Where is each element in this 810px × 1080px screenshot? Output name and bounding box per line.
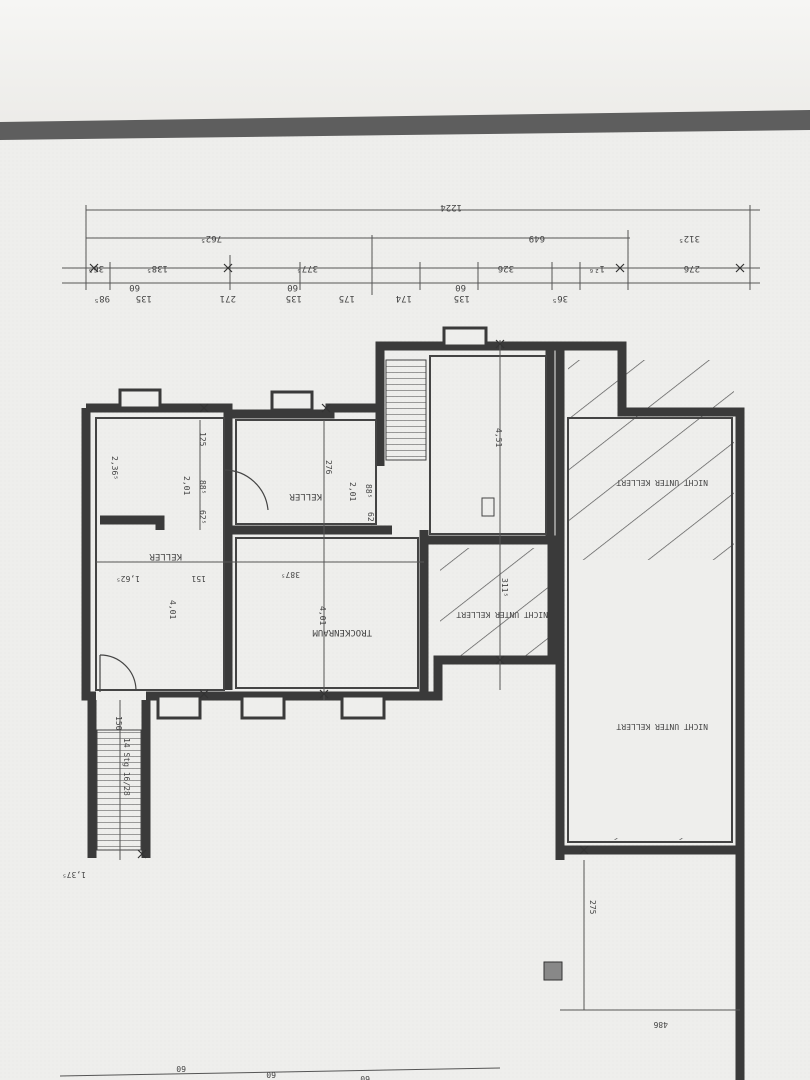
inner-dimension-lines bbox=[96, 340, 740, 1011]
flue-box bbox=[481, 497, 495, 517]
svg-text:60: 60 bbox=[455, 282, 466, 292]
hatch-zone-small bbox=[440, 548, 548, 656]
svg-text:125: 125 bbox=[198, 432, 207, 447]
dim-left-span: 762⁵ bbox=[200, 233, 222, 243]
svg-text:4,01: 4,01 bbox=[168, 600, 177, 619]
svg-text:98⁵: 98⁵ bbox=[94, 293, 110, 303]
door-keller-left bbox=[223, 469, 269, 511]
inner-stairs bbox=[385, 359, 427, 461]
svg-text:377⁵: 377⁵ bbox=[296, 263, 318, 273]
svg-text:2,01: 2,01 bbox=[348, 482, 357, 501]
top-dimension-lines bbox=[62, 205, 760, 295]
svg-text:1,37⁵: 1,37⁵ bbox=[62, 870, 86, 879]
bottom-dimension-lines bbox=[59, 1067, 501, 1077]
dim-right-span: 312⁵ bbox=[678, 233, 700, 243]
top-dimension-texts: 1224 762⁵ 649 312⁵ 36⁵ 138⁵ 377⁵ 326 1²⁶… bbox=[88, 202, 700, 303]
svg-text:311⁵: 311⁵ bbox=[500, 578, 509, 597]
svg-text:60: 60 bbox=[176, 1064, 186, 1073]
svg-text:275: 275 bbox=[588, 900, 597, 915]
svg-text:60: 60 bbox=[129, 282, 140, 292]
svg-text:88⁵: 88⁵ bbox=[198, 480, 207, 494]
room-nicht-unterkellert-top: NICHT UNTER KELLERT bbox=[616, 478, 708, 487]
room-nicht-unterkellert-small: NICHT UNTER KELLERT bbox=[456, 610, 548, 619]
svg-text:135: 135 bbox=[136, 293, 152, 303]
svg-text:138⁵: 138⁵ bbox=[146, 263, 168, 273]
svg-text:150: 150 bbox=[114, 716, 123, 731]
svg-text:2,01: 2,01 bbox=[182, 476, 191, 495]
room-keller-mid: KELLER bbox=[289, 491, 322, 501]
room-labels: KELLER KELLER TROCKENRAUM NICHT UNTER KE… bbox=[149, 478, 708, 731]
window-bumps bbox=[118, 326, 488, 720]
svg-text:387⁵: 387⁵ bbox=[281, 570, 300, 579]
svg-text:326: 326 bbox=[498, 263, 514, 273]
thin-walls bbox=[95, 355, 733, 843]
svg-text:2,36⁵: 2,36⁵ bbox=[110, 456, 119, 480]
svg-text:4,01: 4,01 bbox=[318, 606, 327, 625]
svg-text:486: 486 bbox=[653, 1020, 668, 1029]
svg-text:36⁵: 36⁵ bbox=[88, 263, 104, 273]
svg-text:1,62⁵: 1,62⁵ bbox=[116, 574, 140, 583]
svg-text:62⁵: 62⁵ bbox=[198, 510, 207, 524]
inner-dimension-texts: 2,36⁵ 125 2,01 88⁵ 62⁵ 1,62⁵ 151 4,01 38… bbox=[62, 428, 668, 1080]
outer-stairs bbox=[96, 729, 142, 851]
svg-text:174: 174 bbox=[396, 293, 412, 303]
svg-text:276: 276 bbox=[324, 460, 333, 475]
svg-text:271: 271 bbox=[220, 293, 236, 303]
svg-text:135: 135 bbox=[286, 293, 302, 303]
svg-text:4,51: 4,51 bbox=[494, 428, 503, 447]
svg-text:62⁵: 62⁵ bbox=[366, 512, 375, 526]
table-surface bbox=[0, 0, 810, 130]
svg-text:60: 60 bbox=[287, 282, 298, 292]
svg-text:60: 60 bbox=[266, 1070, 276, 1079]
column-marks bbox=[89, 263, 745, 859]
doors bbox=[99, 469, 269, 692]
svg-text:151: 151 bbox=[191, 574, 206, 583]
svg-text:60: 60 bbox=[360, 1074, 370, 1080]
room-nicht-unterkellert-bottom: NICHT UNTER KELLERT bbox=[616, 722, 708, 731]
svg-text:14 Stg 16/28: 14 Stg 16/28 bbox=[122, 738, 131, 796]
chimney-box bbox=[543, 961, 563, 981]
door-entry bbox=[99, 654, 137, 691]
svg-text:135: 135 bbox=[454, 293, 470, 303]
clear-lower-zone bbox=[568, 560, 734, 838]
room-keller-left: KELLER bbox=[149, 551, 182, 561]
svg-text:276: 276 bbox=[684, 263, 700, 273]
paper-top-edge bbox=[0, 110, 810, 140]
svg-text:175: 175 bbox=[339, 293, 355, 303]
svg-text:88⁵: 88⁵ bbox=[364, 484, 373, 498]
dim-mid-span: 649 bbox=[529, 233, 545, 243]
svg-text:36⁵: 36⁵ bbox=[552, 293, 568, 303]
room-trockenraum: TROCKENRAUM bbox=[312, 627, 372, 637]
svg-text:1²⁶: 1²⁶ bbox=[589, 263, 605, 273]
dim-overall: 1224 bbox=[440, 202, 462, 212]
